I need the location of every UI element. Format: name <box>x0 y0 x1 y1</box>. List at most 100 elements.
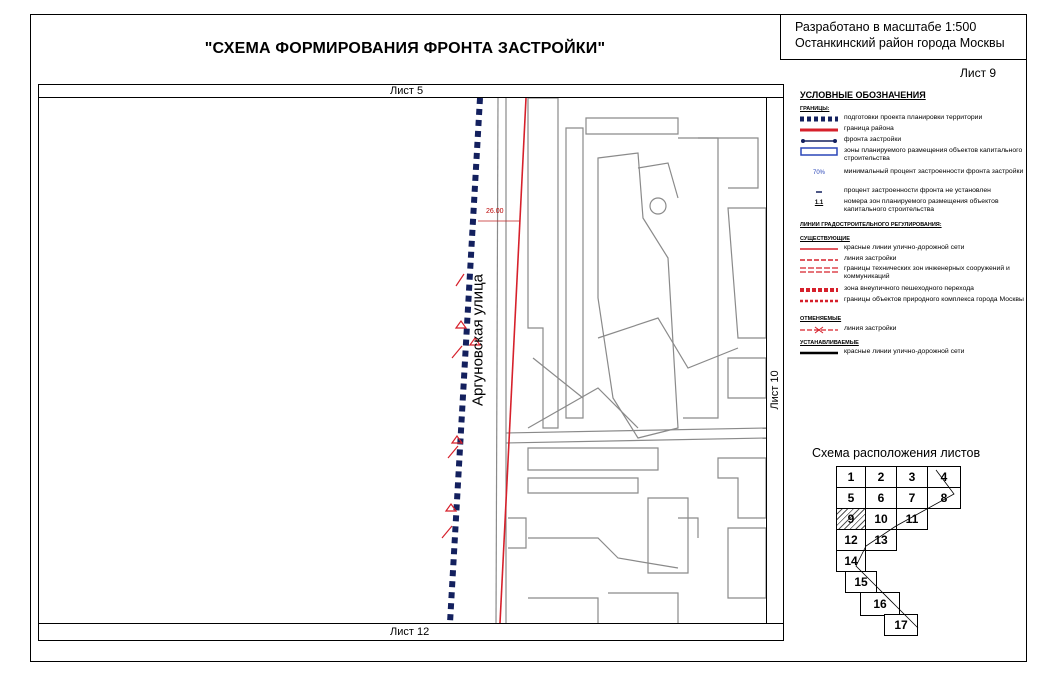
bottom-strip <box>38 623 784 641</box>
map-drawing <box>441 98 766 623</box>
path <box>528 537 679 569</box>
legend-text: номера зон планируемого размещения объек… <box>844 198 999 213</box>
scheme-sheet-16[interactable]: 16 <box>860 592 900 616</box>
legend-row: зоны планируемого размещения объектов ка… <box>800 147 1034 163</box>
legend-text: фронта застройки <box>844 136 902 143</box>
dash-symbol <box>800 187 838 196</box>
top-strip <box>38 84 784 98</box>
zone-symbol <box>800 147 838 156</box>
path <box>637 162 679 199</box>
legend-text: зоны планируемого размещения объектов ка… <box>844 147 1023 162</box>
street-edge <box>495 98 499 623</box>
roundabout <box>649 197 667 215</box>
building <box>727 207 766 339</box>
building <box>727 527 766 599</box>
front-marker <box>454 319 468 329</box>
building <box>727 357 766 399</box>
map-frame <box>38 84 784 641</box>
sheet-link-top[interactable]: Лист 5 <box>390 85 424 97</box>
path <box>597 317 739 369</box>
scale-line: Разработано в масштабе 1:500 <box>795 20 977 34</box>
sheet-frame <box>30 14 1027 662</box>
legend-text: границы технических зон инженерных соору… <box>844 265 1010 280</box>
percent-symbol: 70% <box>812 169 825 176</box>
legend-text: линия застройки <box>844 255 897 262</box>
building <box>647 497 689 574</box>
legend-row: границы технических зон инженерных соору… <box>800 265 1034 281</box>
road-edge <box>505 427 766 434</box>
building-line-symbol <box>800 255 838 264</box>
sheet-number: Лист 9 <box>960 66 997 80</box>
legend-row: красные линии улично-дорожной сети <box>800 244 1034 253</box>
building <box>678 137 719 419</box>
dimension-label: 26.00 <box>486 208 504 215</box>
street-name: Аргуновская улица <box>469 273 487 407</box>
planning-boundary-symbol <box>800 114 838 123</box>
building <box>585 117 679 135</box>
building <box>608 592 679 623</box>
sheet-link-bottom[interactable]: Лист 12 <box>390 626 430 638</box>
legend-row: 70% минимальный процент застроенности фр… <box>800 168 1034 177</box>
legend-text: линия застройки <box>844 325 897 332</box>
underpass-symbol <box>800 285 838 294</box>
scheme-sheet-11[interactable]: 11 <box>896 508 928 530</box>
legend-existing-heading: СУЩЕСТВУЮЩИЕ <box>800 236 850 242</box>
right-strip <box>766 98 784 623</box>
front-mark <box>441 525 453 539</box>
legend-text: красные линии улично-дорожной сети <box>844 244 965 251</box>
natural-complex-symbol <box>800 296 838 305</box>
legend-row: подготовки проекта планировки территории <box>800 114 1034 123</box>
tech-zone-symbol <box>800 265 838 274</box>
legend-row: 1.1 номера зон планируемого размещения о… <box>800 198 1034 214</box>
legend-lines-heading: ЛИНИИ ГРАДОСТРОИТЕЛЬНОГО РЕГУЛИРОВАНИЯ: <box>800 222 942 228</box>
path <box>532 357 584 399</box>
courtyard-building <box>597 152 679 439</box>
road-edge <box>505 437 766 444</box>
front-mark <box>455 273 465 287</box>
legend-row: линия застройки <box>800 325 1034 334</box>
building <box>508 517 527 549</box>
building <box>698 137 759 189</box>
legend-row: границы объектов природного комплекса го… <box>800 296 1034 305</box>
title-stamp: Разработано в масштабе 1:500 Останкински… <box>780 14 1027 60</box>
front-marker <box>450 434 464 444</box>
legend-text: граница района <box>844 125 894 132</box>
new-red-line-symbol <box>800 348 838 357</box>
cancelled-line-symbol <box>800 325 838 334</box>
legend-row: зона внеуличного пешеходного перехода <box>800 285 1034 294</box>
legend-row: красные линии улично-дорожной сети <box>800 348 1034 357</box>
legend-text: границы объектов природного комплекса го… <box>844 296 1024 303</box>
sheet-link-right-label: Лист 10 <box>769 370 781 410</box>
front-mark <box>451 345 463 359</box>
legend-row: граница района <box>800 125 1034 134</box>
zone-number-symbol: 1.1 <box>814 199 824 206</box>
front-symbol <box>800 136 838 145</box>
legend-cancelled-heading: ОТМЕНЯЕМЫЕ <box>800 316 842 322</box>
building <box>678 517 699 538</box>
scheme-route-line <box>855 469 955 629</box>
legend-text: красные линии улично-дорожной сети <box>844 348 965 355</box>
scheme-title: Схема расположения листов <box>812 446 981 460</box>
legend-row: линия застройки <box>800 255 1034 264</box>
legend-text: минимальный процент застроенности фронта… <box>844 168 1024 175</box>
legend-boundaries-heading: ГРАНИЦЫ: <box>800 106 830 112</box>
legend-text: процент застроенности фронта не установл… <box>844 187 991 194</box>
front-mark <box>447 445 459 459</box>
red-line-symbol <box>800 244 838 253</box>
building <box>565 127 584 419</box>
front-marker <box>444 502 458 512</box>
legend-text: подготовки проекта планировки территории <box>844 114 983 121</box>
district-line: Останкинский район города Москвы <box>795 36 1005 50</box>
district-line-symbol <box>800 125 838 134</box>
legend-row: фронта застройки <box>800 136 1034 145</box>
scheme-sheet-15[interactable]: 15 <box>845 571 877 593</box>
sheet-link-right[interactable]: Лист 10 <box>766 360 784 420</box>
path <box>527 387 639 429</box>
district-boundary <box>499 98 527 623</box>
building <box>717 457 766 519</box>
legend-row: процент застроенности фронта не установл… <box>800 187 1034 196</box>
drawing-title: "СХЕМА ФОРМИРОВАНИЯ ФРОНТА ЗАСТРОЙКИ" <box>204 40 606 57</box>
legend-text: зона внеуличного пешеходного перехода <box>844 285 974 292</box>
scheme-sheet-13[interactable]: 13 <box>865 529 897 551</box>
scheme-sheet-17[interactable]: 17 <box>884 614 918 636</box>
